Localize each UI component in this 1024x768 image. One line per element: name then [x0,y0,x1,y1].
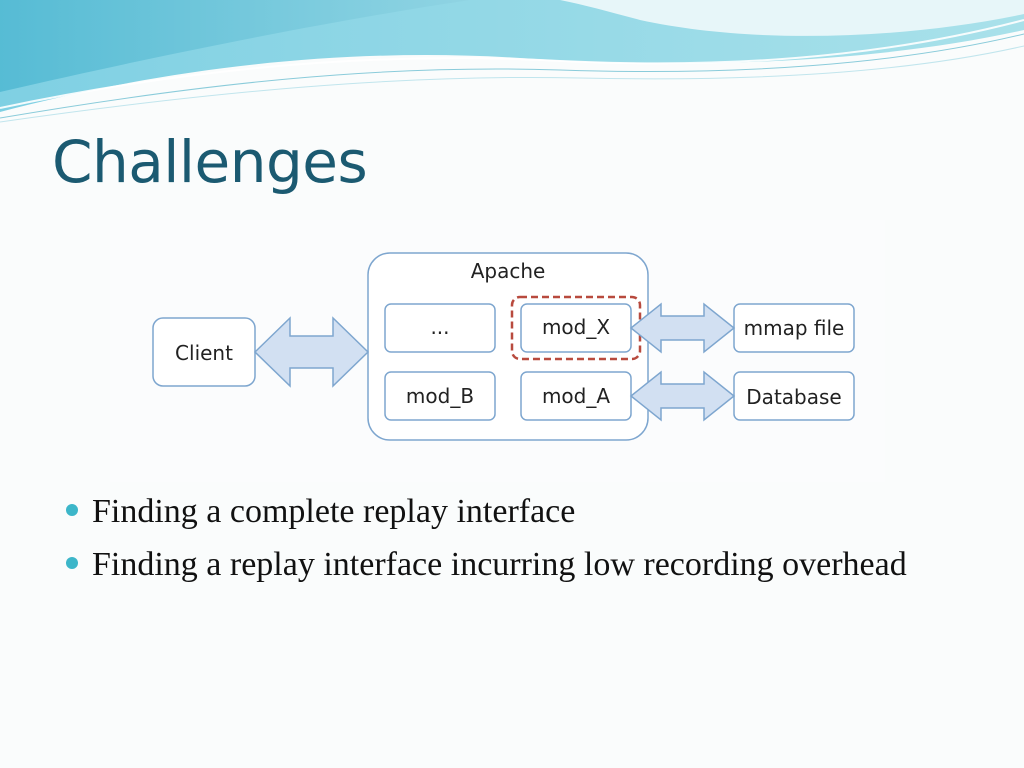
modx-mmap-double-arrow [629,302,736,354]
module-a-label: mod_A [542,384,610,408]
database-label: Database [746,385,841,409]
module-b-label: mod_B [406,384,474,408]
architecture-diagram: Apache ... mod_X mod_B mod_A Client mmap… [152,252,855,441]
bullet-item: Finding a complete replay interface [62,490,962,534]
client-label: Client [175,341,233,365]
module-b-box [384,371,496,421]
moda-database-double-arrow [629,370,736,422]
bullet-text: Finding a replay interface incurring low… [92,546,907,583]
slide-title: Challenges [52,128,368,196]
bullet-list: Finding a complete replay interface Find… [62,490,962,596]
bullet-item: Finding a replay interface incurring low… [62,543,962,587]
client-apache-double-arrow [253,316,370,388]
architecture-diagram-panel: Apache ... mod_X mod_B mod_A Client mmap… [110,220,885,482]
module-x-label: mod_X [542,315,610,339]
bullet-dot-icon [66,504,78,516]
module-ellipsis-box [384,303,496,353]
bullet-text: Finding a complete replay interface [92,493,576,530]
apache-label: Apache [471,259,546,283]
module-ellipsis-label: ... [430,315,449,339]
bullet-dot-icon [66,557,78,569]
header-wave-decoration [0,0,1024,123]
mmap-file-label: mmap file [744,316,845,340]
